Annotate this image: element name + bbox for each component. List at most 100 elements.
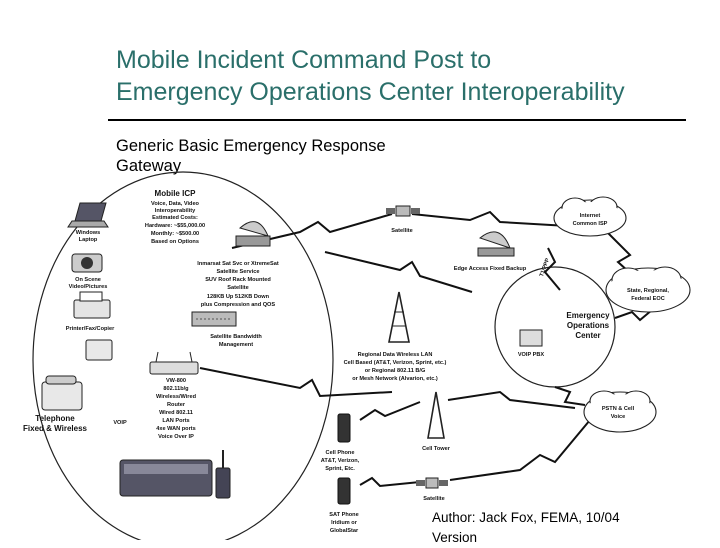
sat-phone-label: SAT Phone bbox=[329, 512, 358, 518]
edge-backup-dish-icon bbox=[477, 231, 515, 257]
telephone-icon bbox=[41, 375, 83, 411]
wireless-lan-line: Cell Based (AT&T, Verizon, Sprint, etc.) bbox=[344, 360, 447, 366]
printer-icon bbox=[73, 291, 111, 319]
sat-phone-label: GlobalStar bbox=[330, 528, 359, 534]
satellite-top-icon bbox=[386, 205, 420, 217]
state-eoc-label: Federal EOC bbox=[631, 296, 665, 302]
icp-line: Interoperability bbox=[155, 208, 196, 214]
sat-service-line: Satellite Service bbox=[217, 269, 260, 275]
icp-header: Mobile ICP bbox=[155, 189, 197, 198]
link-satellite-internet bbox=[411, 210, 569, 227]
link-cellphone-tower bbox=[359, 401, 421, 421]
sat-service-line: plus Compression and QOS bbox=[201, 302, 276, 308]
icp-line: Voice, Data, Video bbox=[151, 201, 200, 207]
router-line: Router bbox=[167, 402, 186, 408]
pstn-label: PSTN & Cell bbox=[602, 406, 635, 412]
wireless-lan-tower-icon bbox=[388, 291, 410, 343]
author-credit: Author: Jack Fox, FEMA, 10/04 Version bbox=[432, 508, 712, 548]
state-eoc-label: State, Regional, bbox=[627, 288, 669, 294]
icp-box bbox=[128, 186, 220, 258]
satellite-top-label: Satellite bbox=[391, 228, 412, 234]
icp-label: Mobile ICP Voice, Data, Video Interopera… bbox=[145, 189, 205, 245]
sat-service-line: Satellite bbox=[227, 285, 248, 291]
satellite-bottom-label: Satellite bbox=[423, 496, 444, 502]
cell-phone-label: AT&T, Verizon, bbox=[321, 458, 360, 464]
fax-icon bbox=[85, 339, 113, 361]
telephone-label: Telephone bbox=[35, 414, 75, 423]
network-links bbox=[199, 210, 653, 488]
router-line: Wired 802.11 bbox=[159, 410, 193, 416]
link-tower-pstn bbox=[447, 390, 576, 409]
sat-service-line: SUV Roof Rack Mounted bbox=[205, 277, 271, 283]
internet-cloud bbox=[553, 196, 627, 237]
slide-title-line-2: Emergency Operations Center Interoperabi… bbox=[116, 78, 625, 106]
sat-phone-icon bbox=[337, 477, 351, 505]
author-line-2: Version bbox=[432, 530, 478, 545]
laptop-label: Windows bbox=[76, 230, 101, 236]
telephone-label: Fixed & Wireless bbox=[23, 424, 88, 433]
video-camera-icon bbox=[71, 253, 103, 273]
sat-service-line: 128KB Up 512KB Down bbox=[207, 294, 270, 300]
sat-phone-label: Iridium or bbox=[331, 520, 358, 526]
router-label: VW-800 802.11b/g Wireless/Wired Router W… bbox=[156, 378, 197, 440]
link-router-wireless bbox=[324, 251, 473, 293]
satellite-bottom-icon bbox=[416, 477, 448, 489]
router-line: Voice Over IP bbox=[158, 434, 194, 440]
video-label: Video/Pictures bbox=[69, 284, 108, 290]
icp-line: Monthly: ~$500.00 bbox=[151, 231, 199, 237]
router-line: Wireless/Wired bbox=[156, 394, 197, 400]
slide-title: Mobile Incident Command Post to Emergenc… bbox=[116, 44, 706, 108]
internet-label: Internet bbox=[580, 213, 601, 219]
icp-boundary-oval bbox=[32, 171, 334, 540]
slide-subtitle-line-2: Gateway bbox=[116, 157, 182, 175]
wireless-lan-label: Regional Data Wireless LAN Cell Based (A… bbox=[344, 352, 447, 382]
author-line-1: Author: Jack Fox, FEMA, 10/04 bbox=[432, 510, 620, 525]
voip-pbx-icon bbox=[519, 329, 543, 347]
link-satservice-satellite bbox=[231, 213, 393, 249]
internet-label: Common ISP bbox=[573, 221, 608, 227]
title-divider bbox=[108, 119, 686, 121]
link-satphone-satellite bbox=[359, 476, 421, 488]
router-line: VW-800 bbox=[166, 378, 186, 384]
bandwidth-label: Satellite Bandwidth bbox=[210, 334, 262, 340]
link-router-cell bbox=[199, 367, 393, 398]
state-eoc-cloud bbox=[605, 266, 691, 313]
edge-backup-label: Edge Access Fixed Backup bbox=[454, 266, 527, 272]
printer-label: Printer/Fax/Copier bbox=[66, 326, 115, 332]
slide-title-line-1: Mobile Incident Command Post to bbox=[116, 46, 492, 74]
icp-line: Hardware: ~$55,000.00 bbox=[145, 223, 205, 229]
router-line: 4xe WAN ports bbox=[156, 426, 195, 432]
slide-subtitle-line-1: Generic Basic Emergency Response bbox=[116, 137, 386, 155]
voip-pbx-label: VOIP PBX bbox=[518, 352, 545, 358]
eoc-label: Operations bbox=[567, 321, 610, 330]
slide-subtitle: Generic Basic Emergency Response Gateway bbox=[116, 136, 476, 176]
wireless-lan-line: or Regional 802.11 B/G bbox=[365, 368, 426, 374]
sat-service-label: Inmarsat Sat Svc or XtremeSat Satellite … bbox=[197, 261, 279, 308]
link-satellite-pstn bbox=[449, 419, 591, 481]
voip-left-label: VOIP bbox=[113, 420, 127, 426]
cell-tower-icon bbox=[427, 391, 445, 439]
eoc-label: Center bbox=[575, 331, 600, 340]
router-line: 802.11b/g bbox=[163, 386, 189, 392]
satellite-dish-icon bbox=[235, 221, 271, 247]
cell-phone-label: Sprint, Etc. bbox=[325, 466, 355, 472]
router-icon bbox=[149, 351, 199, 375]
radio-equipment-icon bbox=[119, 450, 231, 499]
bandwidth-manager-icon bbox=[191, 311, 237, 327]
cell-phone-icon bbox=[337, 413, 351, 443]
icp-line: Based on Options bbox=[151, 239, 199, 245]
wireless-lan-line: or Mesh Network (Alvarion, etc.) bbox=[352, 376, 438, 382]
router-line: LAN Ports bbox=[162, 418, 189, 424]
eoc-label: Emergency bbox=[566, 311, 610, 320]
bandwidth-label: Management bbox=[219, 342, 253, 348]
laptop-icon bbox=[67, 202, 109, 228]
icp-line: Estimated Costs: bbox=[152, 215, 198, 221]
video-label: On Scene bbox=[75, 277, 101, 283]
laptop-label: Laptop bbox=[79, 237, 98, 243]
cell-phone-label: Cell Phone bbox=[326, 450, 355, 456]
link-internet-eoc bbox=[543, 247, 561, 291]
sat-service-line: Inmarsat Sat Svc or XtremeSat bbox=[197, 261, 279, 267]
pstn-label: Voice bbox=[611, 414, 626, 420]
pstn-cloud bbox=[583, 390, 657, 433]
